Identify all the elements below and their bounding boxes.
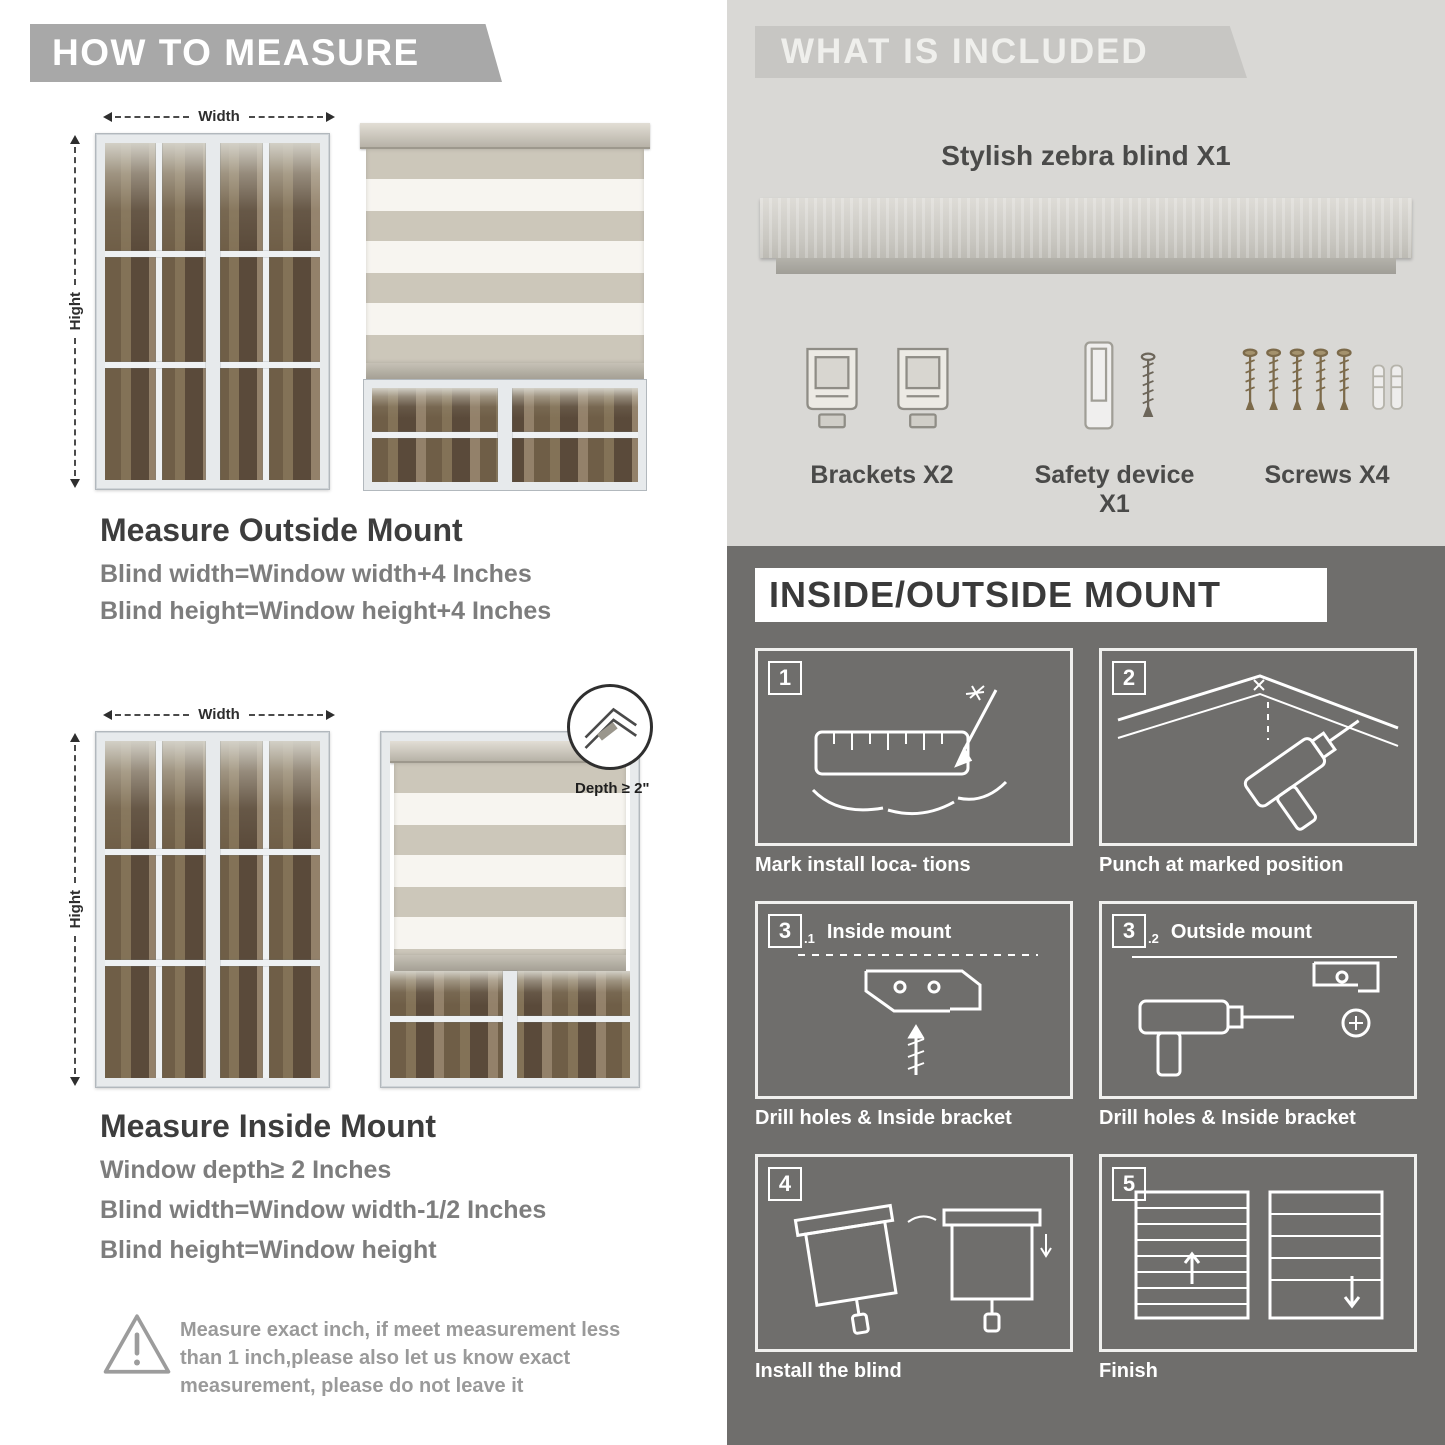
height-arrow: Hight bbox=[62, 733, 88, 1087]
brackets-label: Brackets X2 bbox=[810, 461, 954, 489]
blind-stripes bbox=[366, 149, 644, 363]
zebra-blind-inside-illustration bbox=[380, 731, 640, 1088]
step-number: 3 bbox=[1112, 914, 1146, 948]
step-caption: Punch at marked position bbox=[1099, 854, 1344, 876]
mount-steps-grid: 1 Mark i bbox=[755, 648, 1417, 1383]
safety-device-label: Safety device X1 bbox=[1034, 461, 1195, 518]
screws-icon bbox=[1242, 348, 1403, 411]
step-number: 1 bbox=[768, 661, 802, 695]
measure-warning-text: Measure exact inch, if meet measurement … bbox=[180, 1319, 621, 1397]
height-label: Hight bbox=[66, 292, 84, 331]
step-caption: Drill holes & Inside bracket bbox=[755, 1107, 1012, 1129]
arrow-down-icon bbox=[70, 1077, 80, 1087]
width-arrow: Width bbox=[103, 108, 336, 125]
window-corner-icon bbox=[584, 707, 637, 749]
safety-device-icon bbox=[1083, 341, 1155, 430]
arrow-right-icon bbox=[326, 111, 336, 122]
what-is-included-header: WHAT IS INCLUDED bbox=[755, 26, 1247, 78]
arrow-right-icon bbox=[326, 709, 336, 720]
included-item-brackets: Brackets X2 bbox=[767, 330, 997, 490]
included-item-screws: Screws X4 bbox=[1227, 330, 1427, 490]
mount-step-3-1: 3 .1 Inside mount bbox=[755, 901, 1073, 1130]
outside-mount-title: Measure Outside Mount bbox=[100, 512, 463, 548]
headrail-illustration bbox=[760, 198, 1412, 274]
step-caption: Mark install loca- tions bbox=[755, 854, 971, 876]
mount-step-3-2: 3 .2 Outside mount bbox=[1099, 901, 1417, 1130]
step-number: 5 bbox=[1112, 1167, 1146, 1201]
step-caption: Finish bbox=[1099, 1360, 1158, 1382]
height-arrow: Hight bbox=[62, 135, 88, 489]
arrow-left-icon bbox=[103, 111, 112, 122]
width-label: Width bbox=[198, 108, 240, 125]
blind-stripes bbox=[394, 763, 626, 955]
height-label: Hight bbox=[66, 890, 84, 929]
step-number: 3 bbox=[768, 914, 802, 948]
screws-label: Screws X4 bbox=[1264, 461, 1390, 489]
mount-instructions-section: INSIDE/OUTSIDE MOUNT 1 bbox=[727, 546, 1445, 1445]
blind-cassette bbox=[390, 741, 630, 763]
arrow-up-icon bbox=[70, 135, 80, 144]
inside-mount-line: Blind width=Window width-1/2 Inches bbox=[100, 1196, 547, 1224]
width-label: Width bbox=[198, 706, 240, 723]
step-caption: Install the blind bbox=[755, 1360, 902, 1382]
inside-mount-line: Window depth≥ 2 Inches bbox=[100, 1156, 392, 1184]
arrow-up-icon bbox=[70, 733, 80, 742]
window-illustration-inside bbox=[95, 731, 330, 1088]
mount-step-2: 2 bbox=[1099, 648, 1417, 877]
install-blind-icon bbox=[793, 1203, 1052, 1335]
zebra-blind-outside-illustration bbox=[360, 123, 650, 491]
step-number: 4 bbox=[768, 1167, 802, 1201]
step-caption: Drill holes & Inside bracket bbox=[1099, 1107, 1356, 1129]
depth-detail-circle bbox=[567, 684, 653, 770]
outside-bracket-icon bbox=[1132, 956, 1397, 1077]
mount-header: INSIDE/OUTSIDE MOUNT bbox=[755, 568, 1327, 622]
step-number: 2 bbox=[1112, 661, 1146, 695]
included-item-safety-device: Safety device X1 bbox=[1017, 330, 1212, 519]
measure-mark-icon bbox=[811, 685, 1008, 816]
window-lower-part bbox=[390, 971, 630, 1078]
arrow-left-icon bbox=[103, 709, 112, 720]
outside-mount-line: Blind height=Window height+4 Inches bbox=[100, 597, 552, 625]
finish-blind-icon bbox=[1134, 1190, 1384, 1320]
width-arrow: Width bbox=[103, 706, 336, 723]
blind-bottom-rail bbox=[366, 363, 644, 379]
window-illustration-outside bbox=[95, 133, 330, 490]
inside-bracket-icon bbox=[798, 954, 1038, 1075]
mount-step-5: 5 Finish bbox=[1099, 1154, 1417, 1383]
how-to-measure-header: HOW TO MEASURE bbox=[30, 24, 502, 82]
arrow-down-icon bbox=[70, 479, 80, 489]
mount-step-4: 4 bbox=[755, 1154, 1073, 1383]
blind-cassette bbox=[360, 123, 650, 149]
what-is-included-section: WHAT IS INCLUDED Stylish zebra blind X1 … bbox=[727, 0, 1445, 546]
inside-mount-line: Blind height=Window height bbox=[100, 1236, 437, 1264]
product-label: Stylish zebra blind X1 bbox=[941, 140, 1231, 171]
window-lower-part bbox=[363, 379, 647, 491]
mount-step-1: 1 Mark i bbox=[755, 648, 1073, 877]
drill-up-icon bbox=[1117, 674, 1399, 831]
depth-label: Depth ≥ 2" bbox=[575, 780, 650, 797]
warning-triangle-icon bbox=[103, 1314, 171, 1374]
outside-mount-line: Blind width=Window width+4 Inches bbox=[100, 560, 532, 588]
inside-mount-title: Measure Inside Mount bbox=[100, 1108, 437, 1144]
blind-bottom-rail bbox=[394, 955, 626, 971]
brackets-icon bbox=[806, 347, 949, 429]
